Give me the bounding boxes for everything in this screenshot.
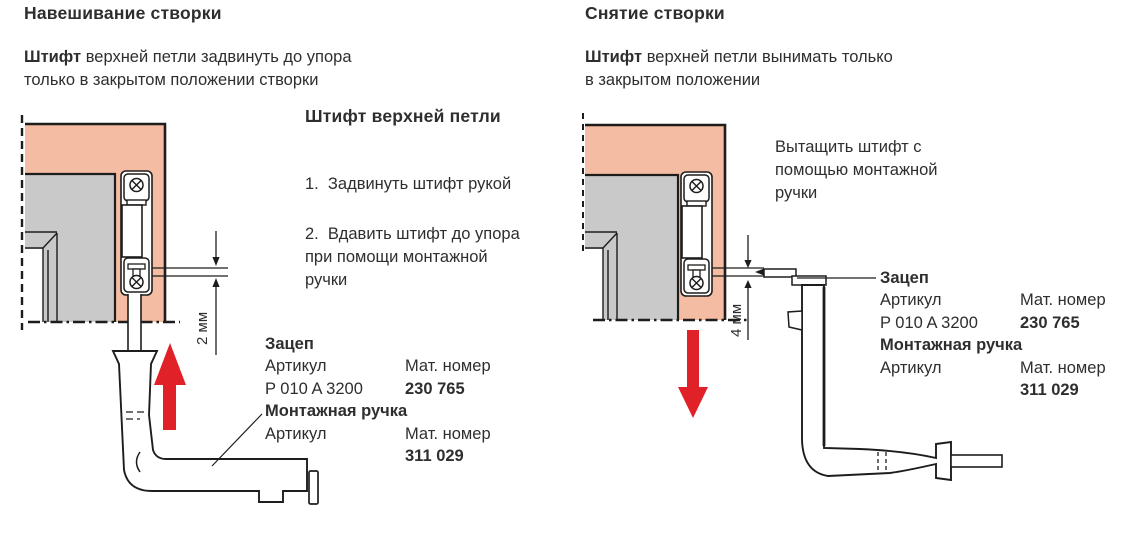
right-diagram-svg: 4 мм — [582, 113, 1003, 482]
pin-heading: Штифт верхней петли — [305, 106, 501, 126]
left-diagram-svg: 2 мм — [20, 115, 319, 505]
right-instruction-line2: помощью монтажной — [775, 161, 938, 179]
left-catch-article-value: P 010 A 3200 — [265, 379, 363, 398]
left-catch-mat-label: Мат. номер — [405, 357, 491, 376]
right-intro: Штифт верхней петли вынимать только в за… — [585, 46, 985, 92]
right-catch-mat-value: 230 765 — [1020, 313, 1080, 332]
right-handle-name: Монтажная ручка — [880, 336, 1023, 355]
red-up-arrow — [154, 343, 186, 430]
right-handle-mat-value: 311 029 — [1020, 381, 1079, 400]
left-catch-name: Зацеп — [265, 335, 314, 353]
left-handle-mat-label: Мат. номер — [405, 424, 491, 443]
right-intro-line2: в закрытом положении — [585, 71, 761, 89]
right-intro-line1: Штифт верхней петли вынимать только — [585, 46, 985, 69]
left-mounting-handle-tool — [111, 350, 319, 505]
right-catch-name: Зацеп — [880, 269, 929, 287]
red-down-arrow — [678, 330, 708, 418]
left-intro-rest: верхней петли задвинуть до упора — [81, 48, 352, 66]
dimension-2mm: 2 мм — [194, 231, 220, 355]
dimension-2mm-label: 2 мм — [194, 312, 211, 345]
left-sash-cross-section — [23, 172, 117, 322]
right-handle-mat-label: Мат. номер — [1020, 358, 1106, 377]
step-2-line2: при помощи монтажной — [305, 248, 488, 266]
right-intro-rest: верхней петли вынимать только — [642, 48, 893, 66]
left-handle-name: Монтажная ручка — [265, 402, 408, 421]
left-catch-article-label: Артикул — [265, 357, 327, 376]
step-1: 1. Задвинуть штифт рукой — [305, 175, 512, 193]
right-instruction-line1: Вытащить штифт с — [775, 138, 922, 156]
right-mounting-handle-tool — [763, 268, 1003, 482]
right-instruction-line3: ручки — [775, 184, 818, 202]
left-hinge-assembly — [120, 170, 153, 296]
right-pin-piece — [763, 268, 797, 278]
right-parts-block: Зацеп Артикул Мат. номер P 010 A 3200 23… — [880, 267, 1106, 401]
left-intro-line2: только в закрытом положении створки — [24, 71, 319, 89]
left-parts-block: Зацеп Артикул Мат. номер P 010 A 3200 23… — [265, 333, 491, 467]
left-intro-bold-word: Штифт — [24, 48, 82, 66]
right-sash-cross-section — [583, 173, 680, 320]
left-leader-line — [211, 413, 263, 467]
right-instruction: Вытащить штифт с помощью монтажной ручки — [775, 136, 975, 205]
step-2: 2. Вдавить штифт до упора при помощи мон… — [305, 223, 575, 292]
left-title: Навешивание створки — [24, 3, 222, 23]
left-intro-line1: Штифт верхней петли задвинуть до упора — [24, 46, 424, 69]
left-handle-article-label: Артикул — [265, 424, 327, 443]
left-intro: Штифт верхней петли задвинуть до упора т… — [24, 46, 424, 92]
left-handle-mat-value: 311 029 — [405, 447, 464, 466]
right-catch-article-value: P 010 A 3200 — [880, 313, 978, 332]
right-tool-rod — [950, 454, 1003, 468]
right-title: Снятие створки — [585, 3, 725, 23]
left-hinge-pin — [127, 294, 142, 352]
dimension-4mm: 4 мм — [728, 235, 752, 340]
right-handle-article-label: Артикул — [880, 358, 942, 377]
right-catch-mat-label: Мат. номер — [1020, 291, 1106, 310]
step-2-line3: ручки — [305, 271, 348, 289]
right-pin-reference-lines — [712, 267, 764, 277]
left-catch-piece — [308, 470, 319, 505]
right-hinge-assembly — [680, 171, 713, 297]
right-hook-detail — [787, 310, 803, 331]
right-catch-article-label: Артикул — [880, 291, 942, 310]
right-catch-piece — [791, 275, 827, 286]
right-intro-bold-word: Штифт — [585, 48, 643, 66]
step-2-line1: 2. Вдавить штифт до упора — [305, 225, 520, 243]
left-pin-reference-lines — [152, 267, 228, 277]
left-catch-mat-value: 230 765 — [405, 379, 465, 398]
